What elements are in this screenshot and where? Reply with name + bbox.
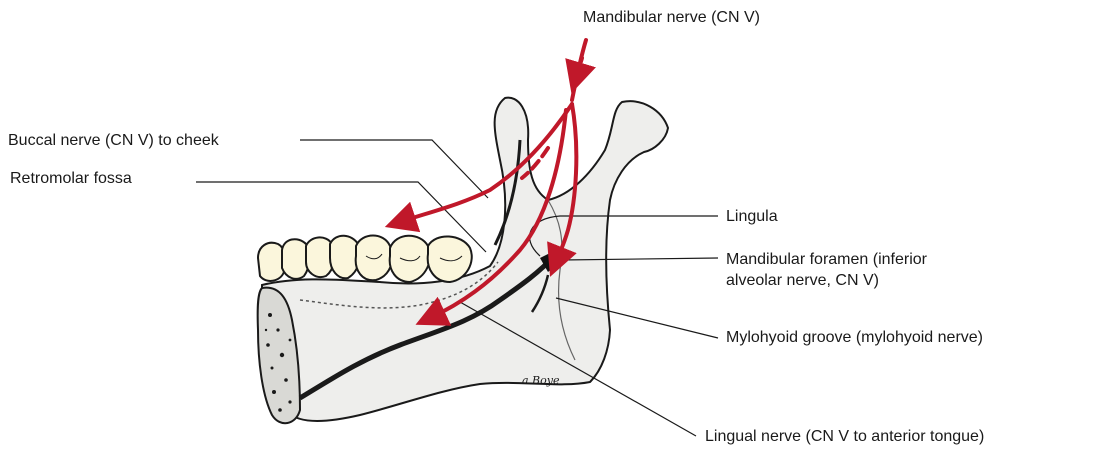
label-mandibular-foramen-1: Mandibular foramen (inferior (726, 250, 927, 269)
label-mylohyoid-groove: Mylohyoid groove (mylohyoid nerve) (726, 328, 983, 347)
leader-buccal (300, 140, 488, 198)
label-buccal-nerve: Buccal nerve (CN V) to cheek (8, 131, 219, 150)
label-retromolar-fossa: Retromolar fossa (10, 169, 132, 188)
teeth-row (258, 236, 472, 283)
label-lingula: Lingula (726, 207, 778, 226)
label-mandibular-foramen-2: alveolar nerve, CN V) (726, 271, 879, 290)
artist-signature: a Boye (522, 374, 560, 387)
label-mandibular-nerve: Mandibular nerve (CN V) (583, 8, 760, 27)
label-lingual-nerve: Lingual nerve (CN V to anterior tongue) (705, 427, 984, 446)
